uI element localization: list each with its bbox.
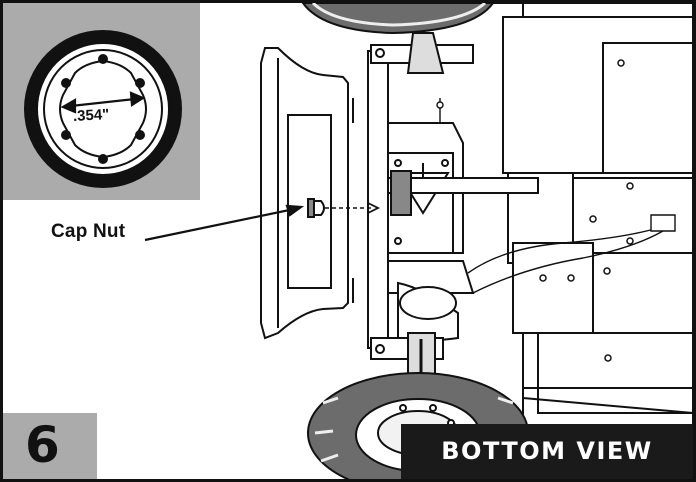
- steering-mount: [387, 122, 475, 342]
- view-label: BOTTOM VIEW: [441, 437, 653, 465]
- cap-nut-path: [325, 202, 381, 214]
- callout-leader: [144, 204, 305, 242]
- bottom-view-illustration: [144, 3, 693, 479]
- cap-nut-label: Cap Nut: [51, 221, 126, 242]
- nut-size-inset: .354": [3, 3, 200, 200]
- nut-hex-gauge-icon: [24, 30, 182, 188]
- step-number-box: 6: [3, 413, 97, 479]
- nut-size-label: .354": [72, 106, 110, 125]
- tie-bar: [367, 32, 474, 423]
- vehicle-body: [303, 3, 693, 479]
- view-label-box: BOTTOM VIEW: [401, 424, 693, 479]
- cover-plate: [260, 47, 354, 340]
- step-number: 6: [25, 416, 60, 474]
- measure-arrow-icon: [60, 91, 146, 114]
- top-wheel: [301, 3, 495, 35]
- cap-nut-icon: [307, 198, 325, 218]
- wiring: [436, 98, 676, 294]
